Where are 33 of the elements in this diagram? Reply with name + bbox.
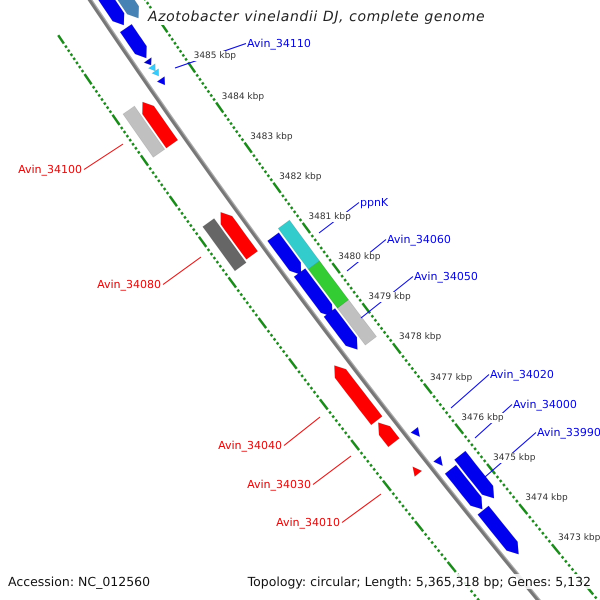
gene-label: Avin_34030 bbox=[247, 478, 311, 491]
gene-label: Avin_34060 bbox=[387, 233, 451, 246]
tick-label: 3479 kbp bbox=[368, 292, 411, 302]
leader-line bbox=[342, 494, 382, 523]
tick-label: 3480 kbp bbox=[338, 252, 381, 262]
gene-label: Avin_34110 bbox=[247, 37, 311, 50]
tick-label: 3476 kbp bbox=[461, 412, 504, 423]
footer-text: Topology: circular; Length: 5,365,318 bp; Genes: 5,132 bbox=[248, 574, 591, 589]
leader-line bbox=[162, 256, 202, 285]
tick-label: 3478 kbp bbox=[398, 332, 442, 342]
tick-label: 3473 kbp bbox=[558, 533, 600, 544]
gene-label: Avin_34020 bbox=[490, 368, 554, 381]
tick-label: 3475 kbp bbox=[493, 452, 536, 463]
gene-label: Avin_34050 bbox=[414, 270, 478, 283]
gene-label: Avin_34000 bbox=[513, 398, 577, 411]
leader-line bbox=[312, 456, 352, 485]
gene-label: Avin_33990 bbox=[537, 426, 600, 439]
gene-label: Avin_34040 bbox=[218, 439, 282, 452]
gene-label: Avin_34010 bbox=[276, 516, 340, 529]
gene-label: ppnK bbox=[360, 196, 388, 209]
tick-label: 3484 kbp bbox=[222, 92, 264, 102]
gene-label: Avin_34080 bbox=[97, 278, 161, 291]
tick-label: 3485 kbp bbox=[194, 51, 236, 62]
tick-label: 3474 kbp bbox=[525, 493, 568, 504]
tick-label: 3481 kbp bbox=[308, 212, 351, 222]
tick-label: 3483 kbp bbox=[250, 132, 293, 142]
gene-label: Avin_34100 bbox=[18, 163, 82, 176]
leader-line bbox=[84, 144, 124, 170]
tick-label: 3477 kbp bbox=[430, 372, 472, 383]
leader-line bbox=[284, 416, 320, 446]
tick-label: 3482 kbp bbox=[279, 172, 322, 182]
leader-line bbox=[450, 374, 490, 408]
footer-text: Accession: NC_012560 bbox=[8, 574, 150, 589]
